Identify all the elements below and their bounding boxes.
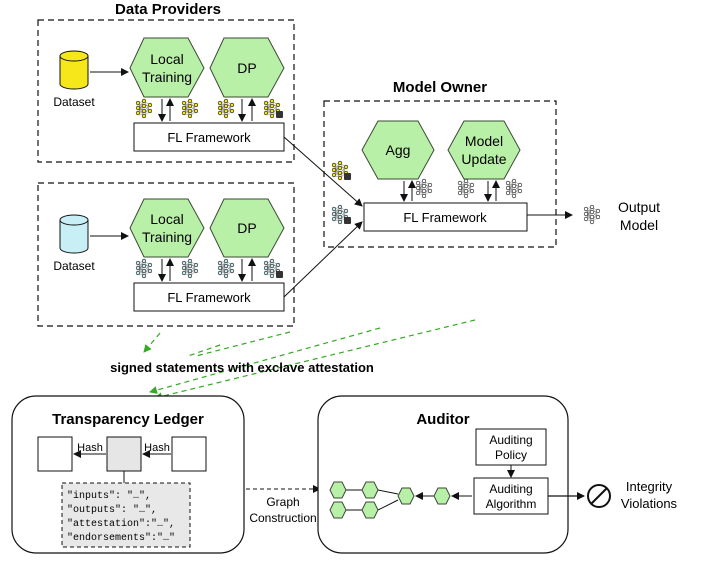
model-owner-fl-framework-box (363, 202, 528, 232)
graph-construction-line1: Graph (266, 495, 299, 509)
model-icon (415, 178, 433, 199)
auditing-policy-line2: Policy (495, 448, 527, 462)
model-owner-border (323, 100, 557, 248)
model-icon (181, 98, 199, 119)
provider-1-local-training-hexagon (129, 37, 205, 98)
auditor-title: Auditor (416, 411, 469, 428)
provider-2-to-owner-arrow (283, 221, 363, 298)
data-providers-title: Data Providers (115, 1, 221, 18)
provider-1-to-owner-arrow (283, 136, 363, 207)
provider-1-dp-hexagon (209, 37, 285, 98)
provider-2-dp-label: DP (237, 220, 256, 236)
auditing-algorithm-line2: Algorithm (486, 497, 537, 511)
provider-1-dataset-label: Dataset (53, 95, 95, 109)
locked-model-icon (263, 258, 283, 279)
output-model-line2: Model (620, 217, 658, 233)
provider-2-fl-framework-label: FL Framework (167, 290, 251, 305)
provider-2-local-training-hexagon (129, 198, 205, 258)
statement-line-2: "outputs": "…", (67, 504, 157, 516)
model-owner-fl-framework-label: FL Framework (403, 210, 487, 225)
provenance-graph (329, 481, 472, 519)
integrity-violations-line2: Violations (621, 496, 678, 511)
provider-2-dp-hexagon (209, 198, 285, 258)
model-icon (217, 258, 235, 279)
integrity-violations-line1: Integrity (626, 479, 673, 494)
model-owner-update-line2: Update (461, 151, 506, 167)
provider-1-local-training-line1: Local (150, 51, 183, 67)
provider-1-dp-label: DP (237, 60, 256, 76)
statement-box (61, 482, 191, 548)
auditing-algorithm-box (473, 477, 549, 515)
locked-model-icon (331, 160, 351, 181)
statement-line-1: "inputs": "…", (67, 490, 151, 502)
provider-2-dataset-icon (59, 214, 89, 254)
provider-1-fl-framework-label: FL Framework (167, 130, 251, 145)
ledger-block-middle (106, 436, 142, 472)
provider-2-fl-framework-box (133, 282, 285, 312)
model-exchange-arrows (158, 98, 500, 282)
graph-node (361, 481, 379, 499)
model-icon (217, 98, 235, 119)
model-owner-agg-label: Agg (386, 142, 411, 158)
prohibited-icon (587, 484, 611, 508)
output-model-line1: Output (618, 199, 660, 215)
model-owner-update-line1: Model (465, 133, 503, 149)
auditing-policy-line1: Auditing (489, 433, 532, 447)
ledger-block-left (37, 436, 73, 472)
attestation-arrows (143, 319, 476, 401)
model-icon (135, 98, 153, 119)
graph-node (397, 487, 415, 505)
locked-model-icon (263, 98, 283, 119)
transparency-ledger-title: Transparency Ledger (52, 411, 204, 428)
auditing-algorithm-line1: Auditing (489, 482, 532, 496)
provider-1-dataset-icon (59, 50, 89, 90)
provider-1-fl-framework-box (133, 122, 285, 152)
graph-construction-line2: Construction (249, 511, 316, 525)
model-icon (457, 178, 475, 199)
model-owner-update-hexagon (447, 120, 521, 180)
provider-1-border (37, 19, 295, 163)
model-icon (181, 258, 199, 279)
model-icon (135, 258, 153, 279)
locked-model-icon (331, 204, 351, 225)
graph-node (433, 487, 451, 505)
hash-label-right: Hash (144, 442, 170, 454)
provider-2-local-training-line1: Local (150, 211, 183, 227)
provider-2-dataset-label: Dataset (53, 259, 95, 273)
model-icon (583, 204, 601, 225)
statement-line-4: "endorsements":"…" (67, 532, 175, 544)
statement-line-3: "attestation":"…", (67, 518, 175, 530)
model-icon (505, 178, 523, 199)
model-owner-title: Model Owner (393, 79, 487, 96)
attestation-label: signed statements with exclave attestati… (110, 360, 374, 375)
graph-node (329, 481, 347, 499)
ledger-block-right (171, 436, 207, 472)
model-owner-agg-hexagon (361, 120, 435, 180)
graph-node (329, 501, 347, 519)
hash-label-left: Hash (77, 442, 103, 454)
graph-node (361, 501, 379, 519)
provider-2-local-training-line2: Training (142, 229, 192, 245)
auditing-policy-box (475, 428, 547, 466)
neural-network-icons (135, 98, 601, 279)
provider-1-local-training-line2: Training (142, 69, 192, 85)
